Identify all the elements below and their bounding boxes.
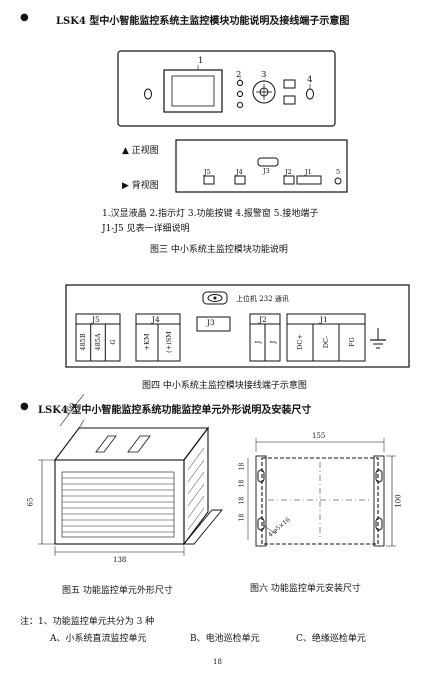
back-port-j4-label: J4 [236, 168, 243, 176]
lcd-display [163, 69, 223, 113]
fig6-caption: 图六 功能监控单元安装尺寸 [250, 584, 361, 594]
section1-bullet: ● [20, 12, 29, 23]
pin-dc-plus: DC+ [296, 334, 304, 350]
fig5-height-dim: 65 [26, 497, 35, 507]
section2-title: LSK4 型中小智能监控系统功能监控单元外形说明及安装尺寸 [38, 405, 312, 416]
section1-title: LSK4 型中小智能监控系统主监控模块功能说明及接线端子示意图 [56, 16, 350, 27]
front-view-label: ▲ 正视图 [122, 146, 159, 156]
pin-j-2: J [269, 340, 277, 344]
back-port-j3-label: J3 [263, 167, 270, 175]
pin-dc-minus: DC- [322, 335, 330, 349]
callout-1: 1 [198, 56, 204, 66]
fig6-side-dim-4: 18 [238, 513, 246, 522]
front-panel [117, 50, 336, 127]
pin-g: G [109, 339, 117, 345]
fig6-width-dim: 155 [312, 432, 326, 440]
indicator-led-2 [236, 90, 244, 98]
indicator-led-3 [236, 101, 244, 109]
unit-outline-3d [38, 393, 223, 556]
j1-header: J1 [320, 315, 328, 324]
ground-terminal-label: 5 [336, 168, 341, 176]
note-line1: 注：1、功能监控单元共分为 3 种 [20, 617, 155, 627]
callout-3: 3 [261, 70, 267, 80]
mounting-plan [247, 438, 396, 547]
callout-4: 4 [307, 75, 313, 85]
mount-hole-left [144, 88, 152, 100]
pin-fg: FG [348, 337, 356, 347]
port-j5 [203, 175, 215, 185]
j3-label: J3 [207, 318, 215, 327]
port-j3 [257, 157, 279, 167]
back-panel [175, 139, 348, 193]
fig6-side-dim-1: 18 [238, 462, 246, 471]
note-item-c: C、绝缘巡检单元 [296, 634, 366, 644]
back-port-j2-label: J2 [285, 168, 292, 176]
pin-485b: 485B [79, 333, 87, 351]
back-port-j1-label: J1 [305, 168, 312, 176]
fig4-caption: 图四 中小系统主监控模块接线端子示意图 [142, 381, 307, 391]
fig6-side-dim-2: 18 [238, 479, 246, 488]
port-j4 [234, 175, 246, 185]
page-number: 18 [213, 658, 222, 666]
pin-km: +KM [143, 333, 151, 351]
fig5-width-dim: 138 [113, 556, 127, 564]
back-view-label: ▶ 背视图 [122, 181, 159, 191]
fig3-legend-line2: J1-J5 见表一详细说明 [102, 224, 190, 234]
pin-485a: 485A [94, 333, 102, 351]
fig3-legend-line1: 1.汉显液晶 2.指示灯 3.功能按键 4.报警窗 5.接地端子 [102, 209, 319, 219]
comm-port-label: 上位机 232 通讯 [236, 295, 289, 303]
alarm-window-1 [283, 79, 296, 89]
callout-2: 2 [236, 70, 242, 80]
fig5-caption: 图五 功能监控单元外形尺寸 [62, 586, 173, 596]
back-port-j5-label: J5 [204, 168, 211, 176]
fig6-height-dim: 100 [394, 494, 403, 508]
ground-terminal [334, 177, 342, 185]
pin-sm: (+)SM [165, 331, 173, 353]
note-item-b: B、电池巡检单元 [190, 634, 260, 644]
indicator-led-1 [236, 79, 244, 87]
terminal-block [65, 284, 410, 368]
j4-header: J4 [152, 315, 160, 324]
alarm-window-2 [283, 95, 296, 105]
fig6-side-dim-3: 18 [238, 496, 246, 505]
port-j2 [283, 175, 295, 185]
fig3-caption: 图三 中小系统主监控模块功能说明 [150, 245, 288, 255]
section2-bullet: ● [20, 401, 29, 412]
j5-header: J5 [92, 315, 100, 324]
j2-header: J2 [259, 315, 267, 324]
note-item-a: A、小系统直流监控单元 [50, 634, 147, 644]
pin-j-1: J [254, 340, 262, 344]
mount-hole-right [306, 88, 314, 100]
port-j1 [296, 175, 322, 185]
